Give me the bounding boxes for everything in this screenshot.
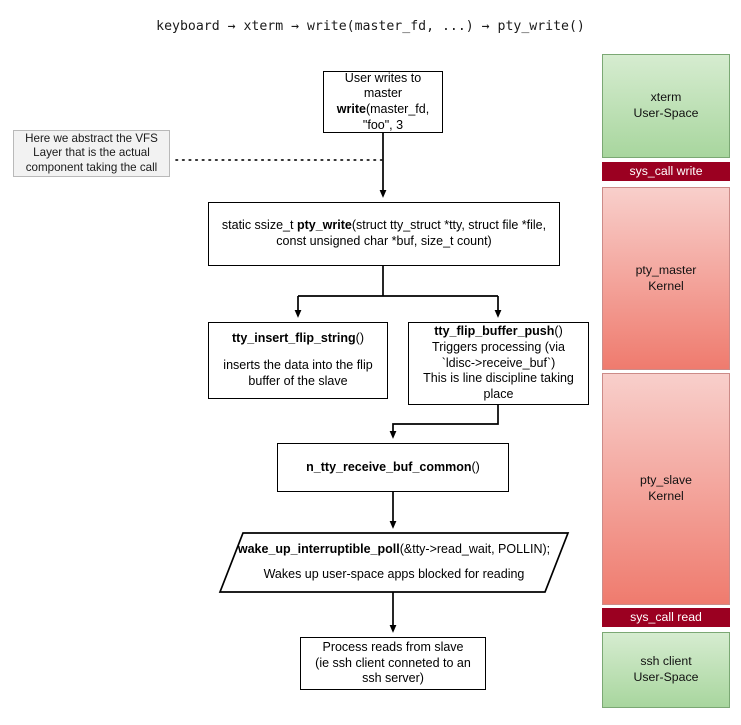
node-user-writes-to-master[interactable]: User writes to master write(master_fd, "… [323,71,443,133]
lane-ssh-line2: User-Space [633,670,699,684]
user-write-bold: write [336,102,366,116]
ntty-parens: () [471,459,480,474]
wakeup-rest: (&tty->read_wait, POLLIN); [399,542,551,557]
vfs-abstraction-note: Here we abstract the VFS Layer that is t… [13,130,170,177]
flippush-parens: () [554,324,563,339]
pty-write-pre: static ssize_t [221,218,297,233]
lane-xterm-line2: User-Space [633,106,699,120]
edge-flippush-to-ntty [389,405,499,439]
node-tty-flip-buffer-push[interactable]: tty_flip_buffer_push() Triggers processi… [408,322,589,405]
insert-header: tty_insert_flip_string() [232,331,364,347]
flippush-header: tty_flip_buffer_push() [434,324,562,340]
user-write-line3: "foo", 3 [362,117,404,132]
insert-body: inserts the data into the flip buffer of… [223,358,373,388]
lane-xterm-line1: xterm [650,90,682,105]
lane-slave-line1: pty_slave [640,473,692,488]
pty-write-rest: (struct tty_struct *tty, struct file *fi… [276,218,547,248]
flippush-body-1: Triggers processing (via `ldisc->receive… [432,339,565,370]
process-line2: (ie ssh client conneted to an ssh server… [315,655,471,686]
lane-slave-line2: Kernel [648,489,684,503]
lane-ssh-line1: ssh client [640,654,692,669]
pty-write-signature: static ssize_t pty_write(struct tty_stru… [215,218,553,250]
lane-ssh-client-user-space[interactable]: ssh client User-Space [602,632,730,708]
wakeup-header: wake_up_interruptible_poll(&tty->read_wa… [238,542,550,558]
lane-pty-slave-kernel[interactable]: pty_slave Kernel [602,373,730,605]
process-line1: Process reads from slave [322,639,464,654]
lane-master-line2: Kernel [648,278,684,293]
node-pty-write[interactable]: static ssize_t pty_write(struct tty_stru… [208,202,560,266]
user-write-call: write(master_fd, [337,102,429,118]
lane-syscall-read[interactable]: sys_call read [602,608,730,627]
ntty-header: n_tty_receive_buf_common() [306,460,480,476]
lane-syscall-read-label: sys_call read [630,609,702,624]
lane-xterm-user-space[interactable]: xterm User-Space [602,54,730,158]
lane-syscall-write-label: sys_call write [629,163,703,178]
ntty-bold: n_tty_receive_buf_common [306,459,472,474]
note-text: Here we abstract the VFS Layer that is t… [25,132,158,174]
diagram-title: keyboard → xterm → write(master_fd, ...)… [156,19,585,34]
flippush-body-2: This is line discipline taking place [423,371,574,402]
node-wake-up-interruptible-poll[interactable]: wake_up_interruptible_poll(&tty->read_wa… [220,533,568,592]
lane-syscall-write[interactable]: sys_call write [602,162,730,181]
pty-write-bold: pty_write [296,218,352,233]
node-n-tty-receive-buf-common[interactable]: n_tty_receive_buf_common() [277,443,509,492]
node-process-reads-from-slave[interactable]: Process reads from slave (ie ssh client … [300,637,486,690]
insert-bold: tty_insert_flip_string [232,331,356,346]
wakeup-bold: wake_up_interruptible_poll [237,542,400,557]
lane-pty-master-kernel[interactable]: pty_master Kernel [602,187,730,370]
flippush-bold: tty_flip_buffer_push [434,324,555,339]
insert-parens: () [355,331,364,346]
node-tty-insert-flip-string[interactable]: tty_insert_flip_string() inserts the dat… [208,322,388,399]
user-write-line1: User writes to master [344,70,422,101]
wakeup-content: wake_up_interruptible_poll(&tty->read_wa… [220,533,568,592]
wakeup-body: Wakes up user-space apps blocked for rea… [263,567,525,581]
user-write-rest: (master_fd, [365,102,430,116]
lane-master-line1: pty_master [635,262,697,277]
